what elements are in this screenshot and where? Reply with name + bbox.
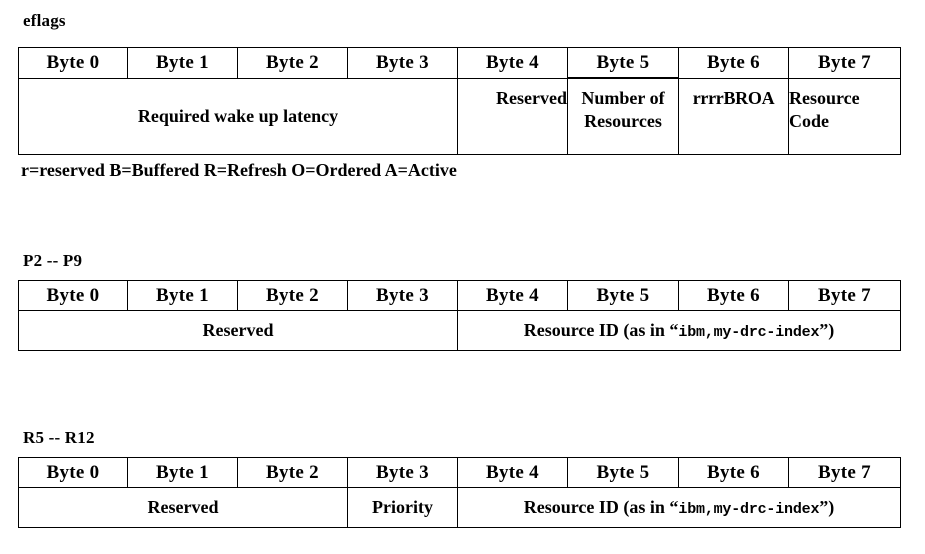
header-byte-4: Byte 4: [457, 280, 568, 311]
section-label-r5-r12: R5 -- R12: [23, 428, 95, 447]
header-byte-2: Byte 2: [237, 280, 348, 311]
field-resource-id: Resource ID (as in “ibm,my-drc-index”): [457, 310, 901, 351]
field-reserved: Reserved: [457, 77, 568, 155]
header-byte-0: Byte 0: [18, 457, 128, 488]
table-body-row: Required wake up latency Reserved Number…: [18, 77, 901, 155]
table-header-row: Byte 0 Byte 1 Byte 2 Byte 3 Byte 4 Byte …: [18, 457, 901, 488]
resource-id-prefix: Resource ID (as in “: [523, 320, 679, 340]
header-byte-2: Byte 2: [237, 47, 348, 79]
table-header-row: Byte 0 Byte 1 Byte 2 Byte 3 Byte 4 Byte …: [18, 47, 901, 79]
header-byte-3: Byte 3: [347, 457, 458, 488]
byte-table-p2-p9: Byte 0 Byte 1 Byte 2 Byte 3 Byte 4 Byte …: [18, 280, 901, 351]
resource-id-property-name: ibm,my-drc-index: [678, 324, 820, 341]
table-body-row: Reserved Resource ID (as in “ibm,my-drc-…: [18, 310, 901, 351]
header-byte-7: Byte 7: [788, 47, 901, 79]
field-reserved: Reserved: [18, 310, 458, 351]
field-required-wake-up-latency: Required wake up latency: [18, 77, 458, 155]
header-byte-1: Byte 1: [127, 457, 238, 488]
header-byte-1: Byte 1: [127, 280, 238, 311]
section-label-eflags: eflags: [23, 11, 66, 30]
legend-eflags-bits: r=reserved B=Buffered R=Refresh O=Ordere…: [21, 160, 457, 180]
header-byte-3: Byte 3: [347, 280, 458, 311]
header-byte-7: Byte 7: [788, 457, 901, 488]
resource-id-prefix: Resource ID (as in “: [523, 497, 679, 517]
resource-id-suffix: ”): [819, 497, 835, 517]
header-byte-7: Byte 7: [788, 280, 901, 311]
byte-table-eflags: Byte 0 Byte 1 Byte 2 Byte 3 Byte 4 Byte …: [18, 47, 901, 155]
header-byte-5: Byte 5: [567, 47, 679, 79]
field-resource-id: Resource ID (as in “ibm,my-drc-index”): [457, 487, 901, 528]
section-label-p2-p9: P2 -- P9: [23, 251, 83, 270]
header-byte-1: Byte 1: [127, 47, 238, 79]
table-header-row: Byte 0 Byte 1 Byte 2 Byte 3 Byte 4 Byte …: [18, 280, 901, 311]
header-byte-6: Byte 6: [678, 457, 789, 488]
resource-id-property-name: ibm,my-drc-index: [678, 501, 820, 518]
header-byte-4: Byte 4: [457, 47, 568, 79]
byte-table-r5-r12: Byte 0 Byte 1 Byte 2 Byte 3 Byte 4 Byte …: [18, 457, 901, 528]
field-number-of-resources: Number of Resources: [567, 77, 679, 155]
header-byte-3: Byte 3: [347, 47, 458, 79]
field-priority: Priority: [347, 487, 458, 528]
field-resource-code: Resource Code: [788, 77, 901, 155]
header-byte-6: Byte 6: [678, 47, 789, 79]
header-byte-0: Byte 0: [18, 280, 128, 311]
header-byte-0: Byte 0: [18, 47, 128, 79]
table-body-row: Reserved Priority Resource ID (as in “ib…: [18, 487, 901, 528]
field-flag-bits: rrrrBROA: [678, 77, 789, 155]
header-byte-5: Byte 5: [567, 457, 679, 488]
resource-id-suffix: ”): [819, 320, 835, 340]
field-reserved: Reserved: [18, 487, 348, 528]
header-byte-5: Byte 5: [567, 280, 679, 311]
header-byte-2: Byte 2: [237, 457, 348, 488]
header-byte-6: Byte 6: [678, 280, 789, 311]
header-byte-4: Byte 4: [457, 457, 568, 488]
